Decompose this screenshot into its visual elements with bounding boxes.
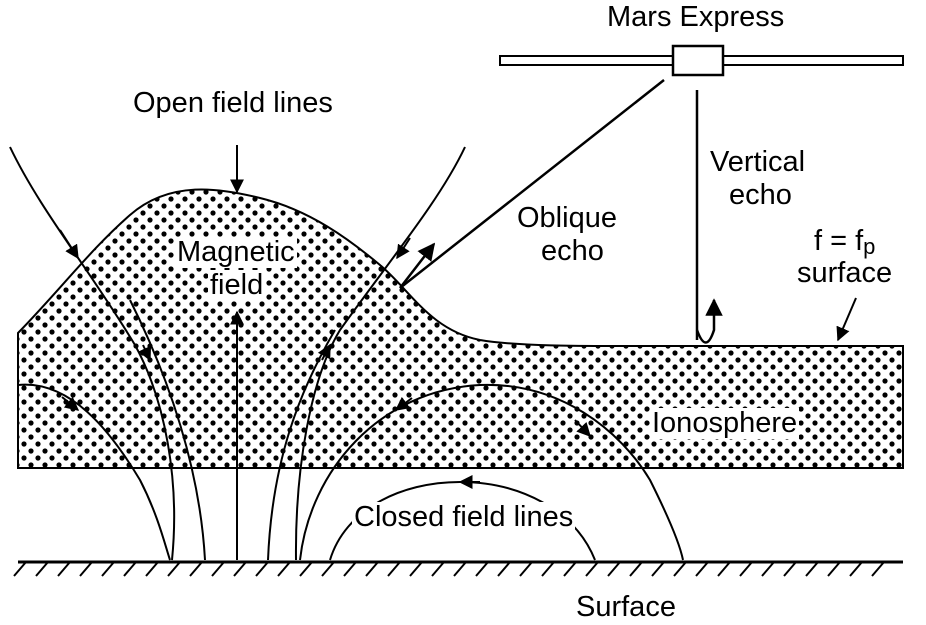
fp-surface-label-2: surface: [797, 257, 893, 289]
open-field-mid-arrow-right: [317, 343, 331, 361]
surface-hatch-mark: [35, 561, 49, 577]
open-field-line-left-inner: [129, 299, 206, 561]
surface-hatch-mark: [541, 561, 555, 577]
fp-surface-label-1: f = fp: [814, 226, 875, 262]
vertical-echo-ray-loop: [695, 298, 723, 344]
surface-hatch-mark: [673, 561, 687, 577]
surface-hatch-mark: [343, 561, 357, 577]
surface-hatch-mark: [717, 561, 731, 577]
surface-hatch-mark: [695, 561, 709, 577]
fp-surface-subscript: p: [863, 234, 876, 259]
surface-hatch-mark: [79, 561, 93, 577]
closed-field-line-big-arrow2: [574, 419, 591, 438]
surface-hatch-mark: [519, 561, 533, 577]
oblique-reflection-arrow: [399, 242, 436, 289]
surface-hatch-mark: [387, 561, 401, 577]
closed-field-line-left-arrow: [61, 396, 80, 411]
surface-hatch-mark: [739, 561, 753, 577]
open-field-lines-label: Open field lines: [133, 87, 333, 119]
closed-field-line-big-arrow: [394, 396, 413, 411]
closed-field-line-left: [17, 383, 171, 561]
surface-hatch-mark: [277, 561, 291, 577]
surface-hatch-mark: [13, 561, 27, 577]
magnetic-field-label-1: Magnetic: [175, 236, 297, 268]
surface-hatch-mark: [57, 561, 71, 577]
open-field-line-left-arrow: [59, 229, 79, 260]
open-field-line-right-arrow: [396, 237, 411, 260]
closed-field-line-big: [299, 383, 684, 561]
surface-hatch-mark: [475, 561, 489, 577]
fp-surface-pointer: [836, 297, 857, 342]
surface-hatch-mark: [255, 561, 269, 577]
surface-hatch-mark: [585, 561, 599, 577]
surface-hatch-mark: [805, 561, 819, 577]
surface-hatch-mark: [145, 561, 159, 577]
surface-hatch-mark: [871, 561, 885, 577]
surface-hatch-mark: [453, 561, 467, 577]
oblique-echo-label-2: echo: [541, 235, 604, 267]
surface-hatch-mark: [233, 561, 247, 577]
surface-label: Surface: [576, 591, 676, 623]
closed-field-lines-label: Closed field lines: [352, 501, 576, 533]
open-field-line-right: [294, 146, 466, 561]
surface-hatch-mark: [607, 561, 621, 577]
surface-hatch-mark: [321, 561, 335, 577]
surface-hatching: [13, 561, 885, 577]
surface-hatch-mark: [409, 561, 423, 577]
surface-hatch-mark: [761, 561, 775, 577]
surface-hatch-mark: [651, 561, 665, 577]
open-field-mid-arrow-left: [138, 344, 152, 362]
oblique-echo-label-1: Oblique: [517, 202, 617, 234]
surface-hatch-mark: [167, 561, 181, 577]
ionosphere-label: Ionosphere: [650, 407, 800, 439]
surface-hatch-mark: [123, 561, 137, 577]
vertical-echo-label-2: echo: [729, 179, 792, 211]
surface-hatch-mark: [827, 561, 841, 577]
oblique-echo-ray: [399, 79, 665, 289]
surface-hatch-mark: [431, 561, 445, 577]
surface-hatch-mark: [365, 561, 379, 577]
surface-hatch-mark: [783, 561, 797, 577]
open-field-line-left: [9, 146, 176, 561]
surface-hatch-mark: [629, 561, 643, 577]
fp-surface-equation: f = f: [814, 225, 864, 257]
surface-hatch-mark: [299, 561, 313, 577]
surface-hatch-mark: [563, 561, 577, 577]
mars-express-label: Mars Express: [607, 1, 785, 33]
vertical-echo-label-1: Vertical: [710, 146, 806, 178]
surface-hatch-mark: [101, 561, 115, 577]
magnetic-field-label-2: field: [208, 269, 266, 301]
spacecraft-body: [671, 44, 725, 77]
surface-hatch-mark: [849, 561, 863, 577]
surface-hatch-mark: [189, 561, 203, 577]
surface-hatch-mark: [211, 561, 225, 577]
surface-hatch-mark: [497, 561, 511, 577]
